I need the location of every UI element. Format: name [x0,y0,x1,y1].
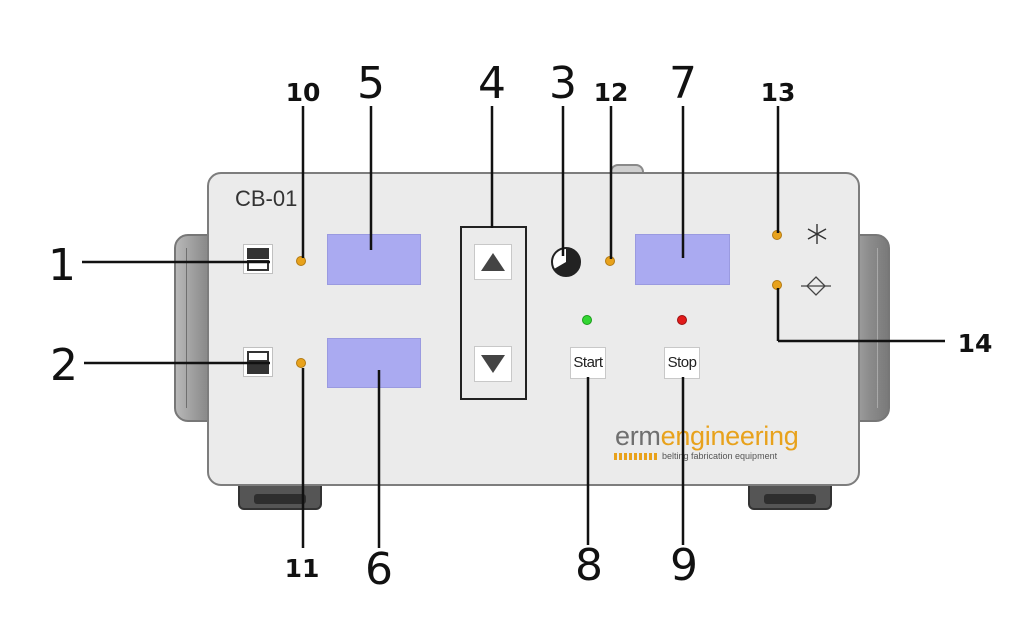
callout-7: 7 [669,58,697,109]
callout-6: 6 [365,544,393,595]
brand-stripes [614,453,658,460]
bottom-indicator-led [296,358,306,368]
up-button[interactable] [474,244,512,280]
callout-4: 4 [478,58,506,109]
brand-tagline-row: belting fabrication equipment [614,452,777,461]
callout-12: 12 [593,78,629,107]
model-label: CB-01 [235,186,298,211]
bottom-display [327,338,421,388]
brand-name-part1: erm [615,421,661,451]
callout-9: 9 [670,540,698,591]
stop-button[interactable]: Stop [664,347,700,379]
stop-led [677,315,687,325]
start-led [582,315,592,325]
timer-icon[interactable] [549,245,583,279]
callout-14: 14 [957,329,993,358]
callout-13: 13 [760,78,796,107]
callout-10: 10 [285,78,321,107]
top-select-button[interactable] [243,244,273,274]
up-arrow-icon [481,253,505,271]
start-button[interactable]: Start [570,347,606,379]
callout-3: 3 [549,58,577,109]
callout-2: 2 [50,340,78,391]
callout-11: 11 [284,554,320,583]
brand-tagline: belting fabrication equipment [662,451,778,461]
top-display [327,234,421,285]
callout-5: 5 [357,58,385,109]
callout-1: 1 [48,240,76,291]
snowflake-icon [807,224,827,244]
top-indicator-led [296,256,306,266]
down-arrow-icon [481,355,505,373]
fan-icon [801,276,831,296]
left-foot [238,484,322,510]
callout-8: 8 [575,540,603,591]
control-panel [207,172,860,486]
arrow-button-group [460,226,527,400]
down-button[interactable] [474,346,512,382]
